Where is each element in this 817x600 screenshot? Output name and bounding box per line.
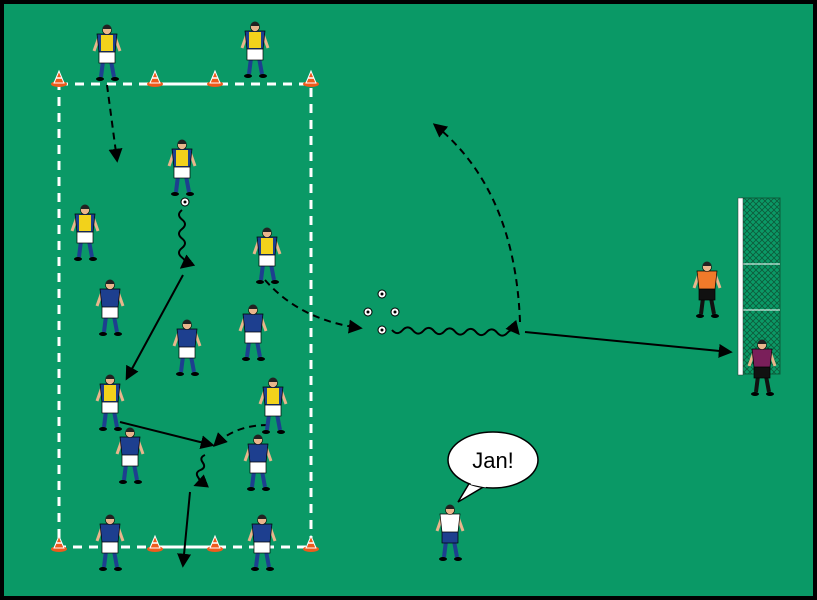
pass-arrow: [177, 491, 192, 568]
pitch-surface: [4, 4, 813, 596]
player-blue: [238, 304, 268, 361]
pass-arrow: [125, 274, 184, 381]
player-blue: [115, 427, 145, 484]
goal: [737, 197, 781, 376]
cone-icon: [147, 534, 163, 552]
pass-arrow: [119, 421, 215, 450]
goalkeeper-orange: [692, 261, 722, 318]
coach: [435, 504, 465, 561]
cone-icon: [207, 534, 223, 552]
cone-icon: [303, 534, 319, 552]
dribble-arrow: [178, 209, 196, 269]
player-blue: [243, 434, 273, 491]
ball-icon: [390, 307, 400, 317]
run-arrow: [106, 84, 123, 163]
player-yellow-bib: [167, 139, 197, 196]
dribble-arrow: [391, 319, 520, 337]
goal-post: [737, 197, 744, 376]
player-blue: [247, 514, 277, 571]
player-yellow-bib: [258, 377, 288, 434]
shot-arrow: [524, 331, 733, 358]
player-yellow-bib: [95, 374, 125, 431]
ball-icon: [180, 197, 190, 207]
cone-icon: [51, 534, 67, 552]
players: [70, 21, 777, 571]
run-arrow: [432, 123, 521, 323]
cone-icon: [147, 69, 163, 87]
player-blue: [95, 279, 125, 336]
balls: [180, 197, 400, 335]
player-blue: [95, 514, 125, 571]
cone-icon: [303, 69, 319, 87]
cone-icon: [207, 69, 223, 87]
run-arrow: [264, 279, 363, 334]
speech-bubble: Jan!: [447, 431, 539, 503]
dribble-arrow: [193, 454, 209, 488]
speech-bubble-text: Jan!: [472, 448, 514, 473]
player-yellow-bib: [240, 21, 270, 78]
goalkeeper-purple: [747, 339, 777, 396]
ball-icon: [377, 325, 387, 335]
cone-icon: [51, 69, 67, 87]
player-blue: [172, 319, 202, 376]
run-arrow: [213, 424, 269, 447]
movement-arrows: [106, 84, 733, 568]
player-yellow-bib: [252, 227, 282, 284]
cones: [51, 69, 319, 552]
player-yellow-bib: [92, 24, 122, 81]
ball-icon: [377, 289, 387, 299]
ball-icon: [363, 307, 373, 317]
player-yellow-bib: [70, 204, 100, 261]
